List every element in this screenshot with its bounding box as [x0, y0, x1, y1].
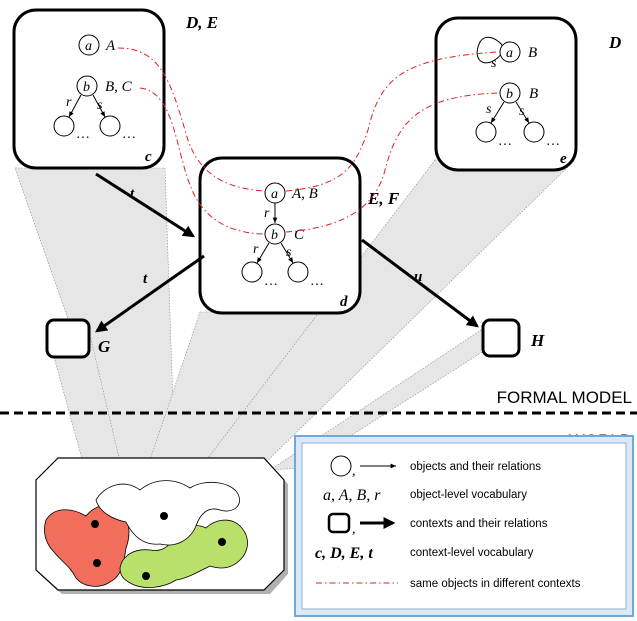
- legend-text-3: contexts and their relations: [410, 518, 548, 530]
- context-labels-g: G: [98, 337, 111, 356]
- legend-symbol-object-vocab: a, A, B, r: [323, 487, 381, 504]
- context-box-g[interactable]: [45, 318, 91, 359]
- node-a-letter: a: [506, 46, 513, 61]
- context-labels-d: E, F: [367, 189, 400, 208]
- link-c-b-to-d-b: [139, 87, 265, 235]
- relation-arrow-s: [280, 242, 294, 264]
- node-a-letter: a: [271, 187, 278, 202]
- context-c: a A b B, C r s … … c D, E: [12, 8, 218, 170]
- context-d: a A, B r b C r s … … d E, F: [198, 156, 400, 315]
- world-point-red-2: [93, 559, 101, 567]
- world-point-white: [160, 512, 168, 520]
- world-point-green-1: [142, 572, 150, 580]
- object-node-child-left: [53, 115, 75, 137]
- object-node-a: [499, 41, 521, 63]
- loop-label-s: s: [491, 56, 497, 71]
- world-point-green-2: [218, 538, 226, 546]
- formal-model-label: FORMAL MODEL: [497, 388, 632, 407]
- object-node-b: [499, 82, 521, 104]
- arrow-label-t-cd: t: [130, 186, 135, 202]
- link-d-a-to-e-a: [285, 51, 499, 192]
- edge-label-s-left: s: [486, 102, 492, 117]
- link-d-b-to-e-b: [285, 92, 499, 233]
- object-node-child-right: [287, 261, 309, 283]
- context-arrow-c-to-d[interactable]: [95, 172, 196, 238]
- object-node-child-left: [475, 121, 497, 143]
- ellipsis-left: …: [77, 127, 89, 142]
- context-box-h[interactable]: [481, 318, 521, 358]
- context-e: a B s b B s s … … e D: [434, 16, 621, 172]
- world-region-white: [95, 480, 240, 546]
- context-arrows: t t u: [95, 172, 479, 333]
- ellipsis-right: …: [123, 127, 135, 142]
- context-name-e: e: [560, 151, 567, 167]
- legend-text-4: context-level vocabulary: [410, 547, 534, 559]
- node-b-letter: b: [83, 80, 90, 95]
- object-node-child-right: [523, 121, 545, 143]
- edge-label-s: s: [286, 245, 292, 260]
- legend-symbol-context-vocab: c, D, E, t: [315, 545, 373, 562]
- context-g: G: [45, 318, 111, 359]
- node-a-letter: a: [85, 39, 92, 54]
- context-arrow-d-to-h[interactable]: [361, 238, 479, 328]
- node-a-label: A, B: [291, 186, 318, 202]
- legend-object-icon: [330, 455, 352, 477]
- legend: , objects and their relations a, A, B, r…: [294, 435, 634, 617]
- edge-label-s-right: s: [519, 104, 525, 119]
- context-name-d: d: [340, 294, 348, 310]
- node-b-label: B: [529, 86, 538, 102]
- object-node-b: [76, 75, 98, 97]
- world-region-green: [119, 519, 248, 588]
- context-labels-h: H: [530, 331, 545, 350]
- link-c-a-to-d-a: [117, 47, 265, 192]
- legend-text-5: same objects in different contexts: [410, 578, 581, 590]
- object-node-a: [78, 34, 100, 56]
- legend-symbol-comma-1: ,: [352, 464, 356, 479]
- object-node-b: [264, 223, 286, 245]
- arrow-label-u-dh: u: [414, 269, 422, 285]
- legend-text-2: object-level vocabulary: [410, 489, 527, 501]
- world-point-red-1: [91, 520, 99, 528]
- relation-arrow-r: [68, 94, 82, 118]
- legend-text-1: objects and their relations: [410, 461, 541, 473]
- edge-label-r: r: [66, 95, 72, 110]
- edge-label-s: s: [97, 98, 103, 113]
- context-name-c: c: [145, 149, 152, 165]
- node-b-label: B, C: [105, 79, 133, 95]
- edge-label-r: r: [253, 242, 259, 257]
- relation-arrow-r: [256, 242, 270, 264]
- relation-arrow-s: [92, 94, 106, 118]
- legend-context-icon: [327, 512, 351, 534]
- edge-label-r-ab: r: [264, 206, 270, 221]
- context-labels-e: D: [608, 33, 621, 52]
- ellipsis-left: …: [265, 274, 277, 289]
- node-a-label: B: [528, 45, 537, 61]
- context-labels-c: D, E: [185, 13, 218, 32]
- object-node-child-right: [99, 115, 121, 137]
- node-b-letter: b: [271, 228, 278, 243]
- self-loop-s: [476, 36, 504, 64]
- arrow-label-t-dg: t: [143, 271, 148, 287]
- node-b-letter: b: [506, 87, 513, 102]
- ellipsis-left: …: [499, 134, 511, 149]
- relation-arrow-s-right: [515, 101, 530, 124]
- projection-cones: [14, 159, 576, 471]
- legend-panel: [301, 442, 627, 610]
- legend-symbol-comma-3: ,: [352, 522, 356, 537]
- ellipsis-right: …: [547, 134, 559, 149]
- relation-arrow-s-left: [490, 101, 505, 124]
- node-a-label: A: [105, 38, 116, 54]
- node-b-label: C: [294, 227, 305, 243]
- world-map: [35, 457, 288, 594]
- ellipsis-right: …: [311, 274, 323, 289]
- context-arrow-d-to-g[interactable]: [95, 254, 205, 333]
- object-node-child-left: [241, 261, 263, 283]
- context-h: H: [481, 318, 545, 358]
- same-object-links: [117, 47, 499, 235]
